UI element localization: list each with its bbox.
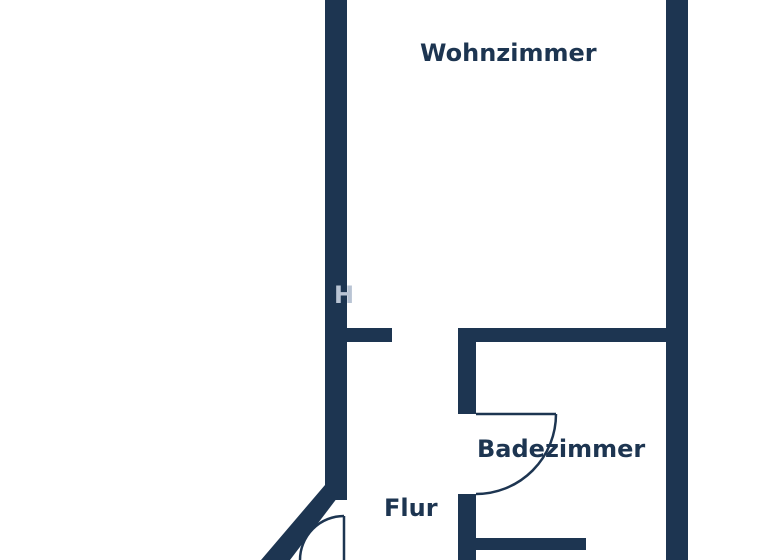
wall-badezimmer-bottom — [476, 538, 586, 550]
wall-diagonal-lower-left — [261, 485, 347, 560]
door-badezimmer-arc — [475, 413, 558, 496]
door-entry-arc — [298, 514, 345, 560]
wall-horizontal-badezimmer-top — [458, 328, 688, 342]
wall-left-vertical — [325, 0, 347, 500]
wall-badezimmer-left-lower — [458, 494, 476, 560]
wall-badezimmer-left-upper — [458, 328, 476, 414]
walls-group — [261, 0, 688, 560]
room-label-wohnzimmer: Wohnzimmer — [420, 39, 597, 67]
room-label-flur: Flur — [384, 494, 438, 522]
partial-label-h: H — [334, 281, 355, 309]
wall-badezimmer-right — [666, 342, 688, 560]
doors-group — [298, 412, 558, 560]
wall-horizontal-stub-left — [347, 328, 392, 342]
room-label-badezimmer: Badezimmer — [477, 435, 646, 463]
wall-right-vertical-upper — [666, 0, 688, 340]
